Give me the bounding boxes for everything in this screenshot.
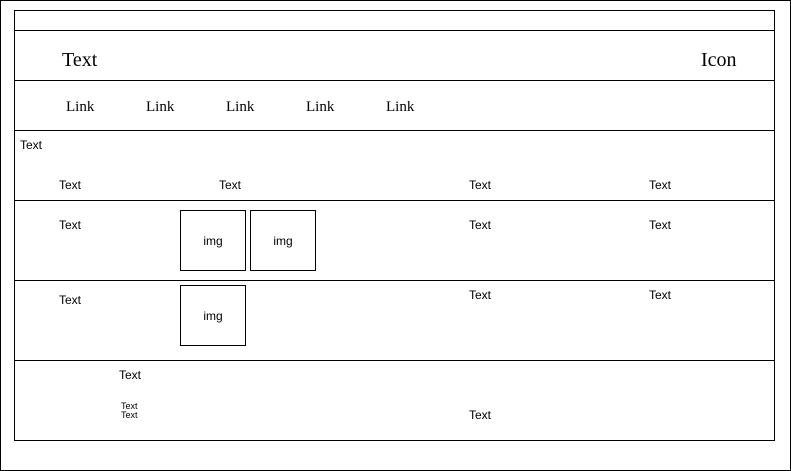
- image-placeholder-label: img: [203, 233, 223, 248]
- row-1-col-4: Text: [649, 218, 672, 232]
- nav-link-2[interactable]: Link: [146, 99, 175, 115]
- row-1-text: Text: [59, 218, 82, 232]
- header-icon[interactable]: Icon: [701, 49, 737, 71]
- divider-nav: [14, 130, 775, 131]
- nav-link-3[interactable]: Link: [226, 99, 255, 115]
- content-frame: [14, 10, 775, 441]
- nav-link-1[interactable]: Link: [66, 99, 95, 115]
- row-2-col-4: Text: [649, 288, 672, 302]
- image-placeholder-label: img: [273, 233, 293, 248]
- nav-link-4[interactable]: Link: [306, 99, 335, 115]
- footer-small-text-2: Text: [121, 410, 138, 420]
- page-title: Text: [62, 49, 98, 71]
- row-2-text: Text: [59, 293, 82, 307]
- table-header-3: Text: [469, 178, 492, 192]
- divider-top-bar: [14, 30, 775, 31]
- row-1-image-2: img: [250, 210, 316, 271]
- image-placeholder-label: img: [203, 308, 223, 323]
- row-2-image-1: img: [180, 285, 246, 346]
- section-label: Text: [20, 138, 43, 152]
- footer-label: Text: [119, 368, 142, 382]
- row-1-image-1: img: [180, 210, 246, 271]
- table-header-1: Text: [59, 178, 82, 192]
- row-1-col-3: Text: [469, 218, 492, 232]
- row-2-col-3: Text: [469, 288, 492, 302]
- divider-row-1: [14, 280, 775, 281]
- divider-row-2: [14, 360, 775, 361]
- nav-link-5[interactable]: Link: [386, 99, 415, 115]
- table-header-2: Text: [219, 178, 242, 192]
- table-header-4: Text: [649, 178, 672, 192]
- footer-right-text: Text: [469, 408, 492, 422]
- divider-table-header: [14, 200, 775, 201]
- divider-header: [14, 80, 775, 81]
- footer-small-text-1: Text: [121, 401, 138, 411]
